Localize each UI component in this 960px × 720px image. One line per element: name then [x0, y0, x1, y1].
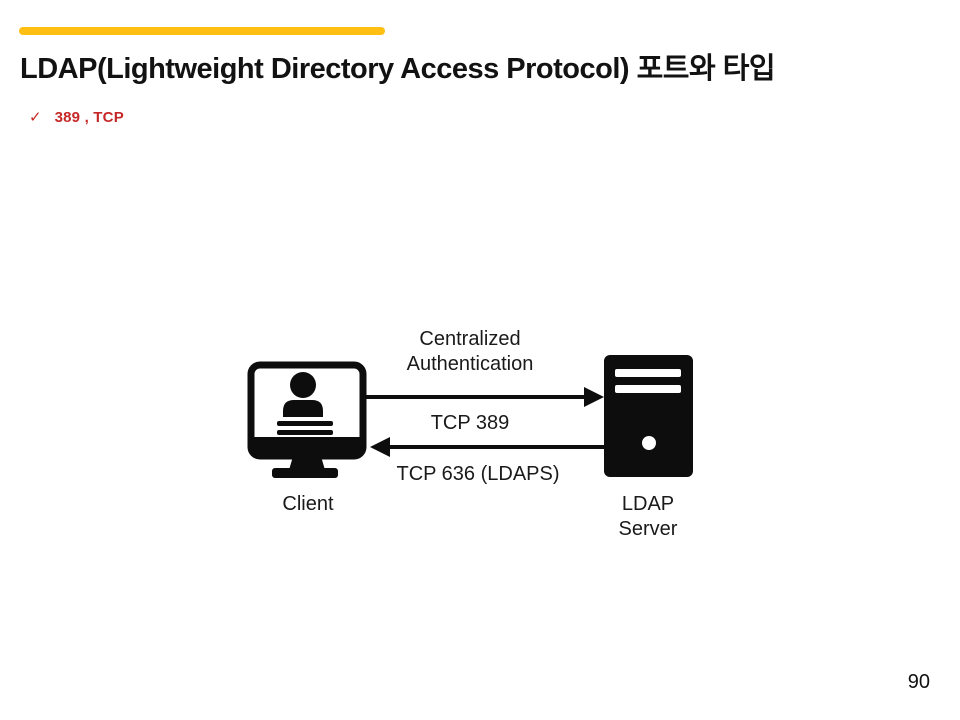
response-arrow-label: TCP 636 (LDAPS): [396, 463, 560, 485]
diagram-graphics: [247, 355, 693, 478]
server-label-line2: Server: [618, 518, 678, 540]
request-arrow-label: TCP 389: [430, 412, 510, 434]
ldap-flow-diagram: Centralized Authentication TCP 389 TCP 6…: [240, 325, 700, 545]
flow-label: Centralized Authentication: [370, 327, 570, 377]
server-label-line1: LDAP: [621, 493, 675, 515]
page-title: LDAP(Lightweight Directory Access Protoc…: [20, 53, 776, 85]
server-label: LDAP Server: [598, 492, 698, 542]
client-label: Client: [282, 493, 334, 515]
page-number: 90: [907, 671, 930, 693]
accent-bar: [19, 27, 385, 35]
flow-label-line2: Authentication: [406, 353, 534, 375]
flow-label-line1: Centralized: [419, 328, 521, 350]
client-monitor-icon: [247, 361, 367, 478]
server-icon: [604, 355, 693, 477]
bullet-text: 389 , TCP: [54, 109, 124, 126]
bullet-item: ✓ 389 , TCP: [29, 109, 124, 126]
response-arrow: [370, 437, 604, 457]
request-arrow: [364, 387, 604, 407]
checkmark-icon: ✓: [29, 109, 42, 126]
person-icon: [277, 372, 333, 435]
